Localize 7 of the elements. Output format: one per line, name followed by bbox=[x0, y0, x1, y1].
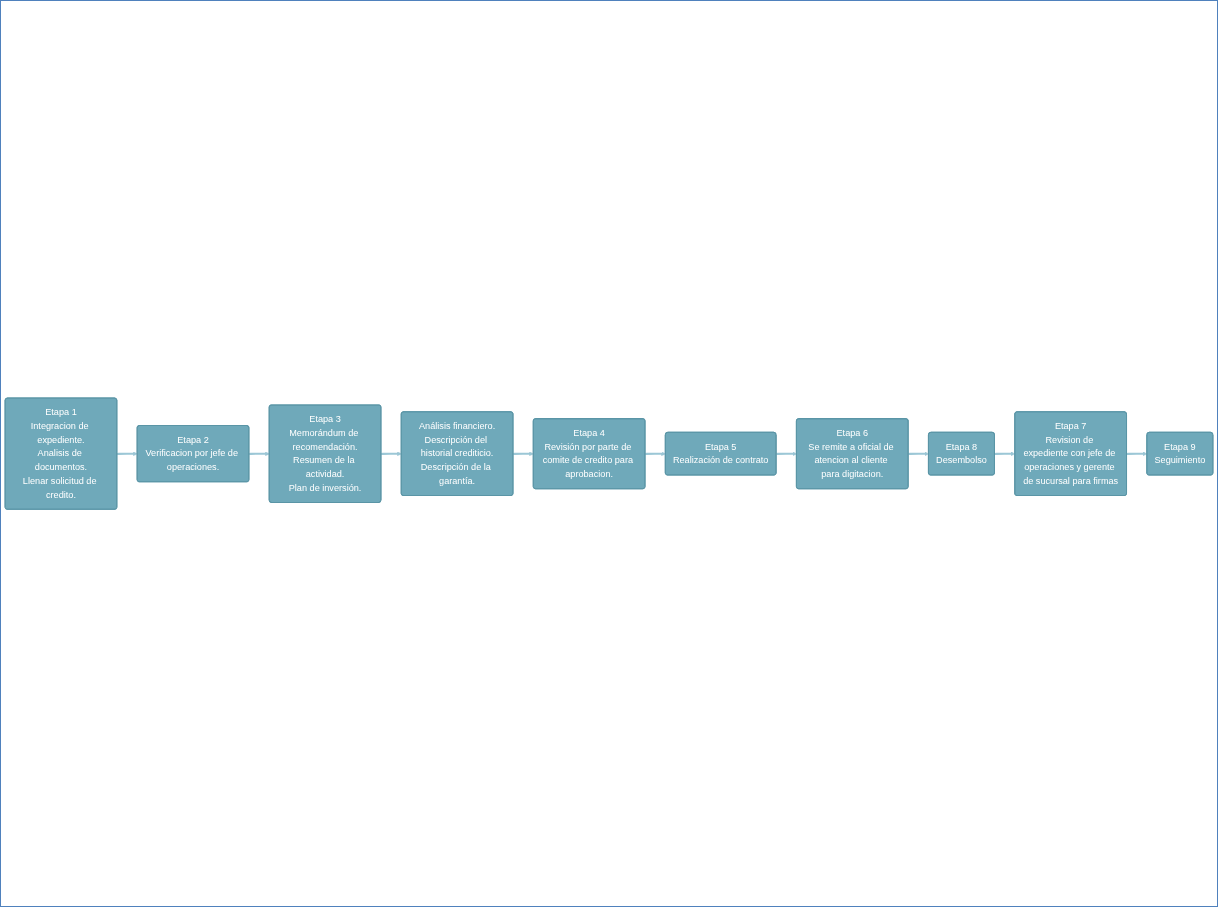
arrow bbox=[513, 451, 534, 456]
arrow bbox=[381, 451, 402, 456]
arrow bbox=[117, 451, 138, 456]
arrow bbox=[249, 451, 270, 456]
arrow bbox=[776, 451, 797, 456]
arrow bbox=[908, 451, 929, 456]
arrow bbox=[645, 451, 666, 456]
